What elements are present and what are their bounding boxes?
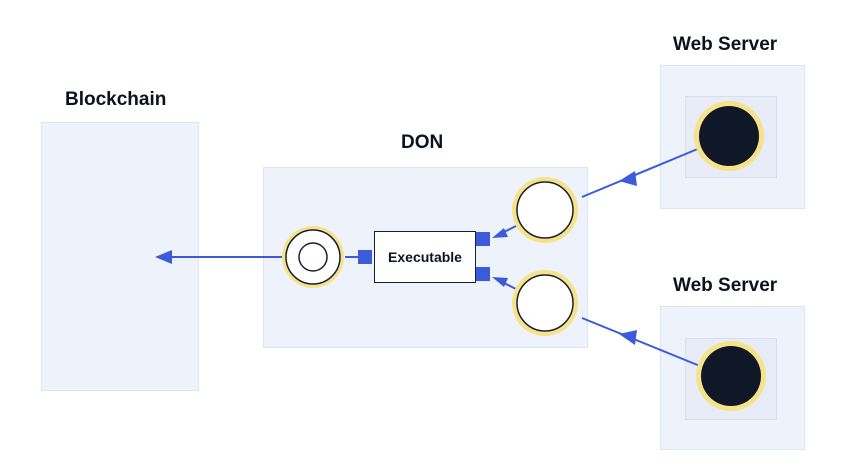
arrow-head-web-bottom [619,330,637,345]
executable-output-port [358,250,372,264]
arrow-head-node-top [492,228,508,238]
don-output-node-inner [298,242,328,272]
web-server-bottom-label: Web Server [673,275,778,296]
arrow-head-web-top [619,171,637,186]
blockchain-label: Blockchain [65,89,167,110]
arrow-web-top-to-node [581,147,701,198]
don-label: DON [401,132,444,153]
web-server-top-node [699,106,759,166]
web-server-bottom-node [701,346,761,406]
executable-input-port-bottom [476,267,490,281]
executable-input-port-top [476,232,490,246]
don-bottom-node [516,274,574,332]
arrow-head-blockchain [155,250,172,264]
arrow-web-bottom-to-node [581,317,701,367]
executable-label: Executable [388,249,462,265]
web-server-top-label: Web Server [673,34,778,55]
arrow-head-node-bottom [492,277,508,287]
executable-box: Executable [374,231,476,283]
don-top-node [516,181,574,239]
